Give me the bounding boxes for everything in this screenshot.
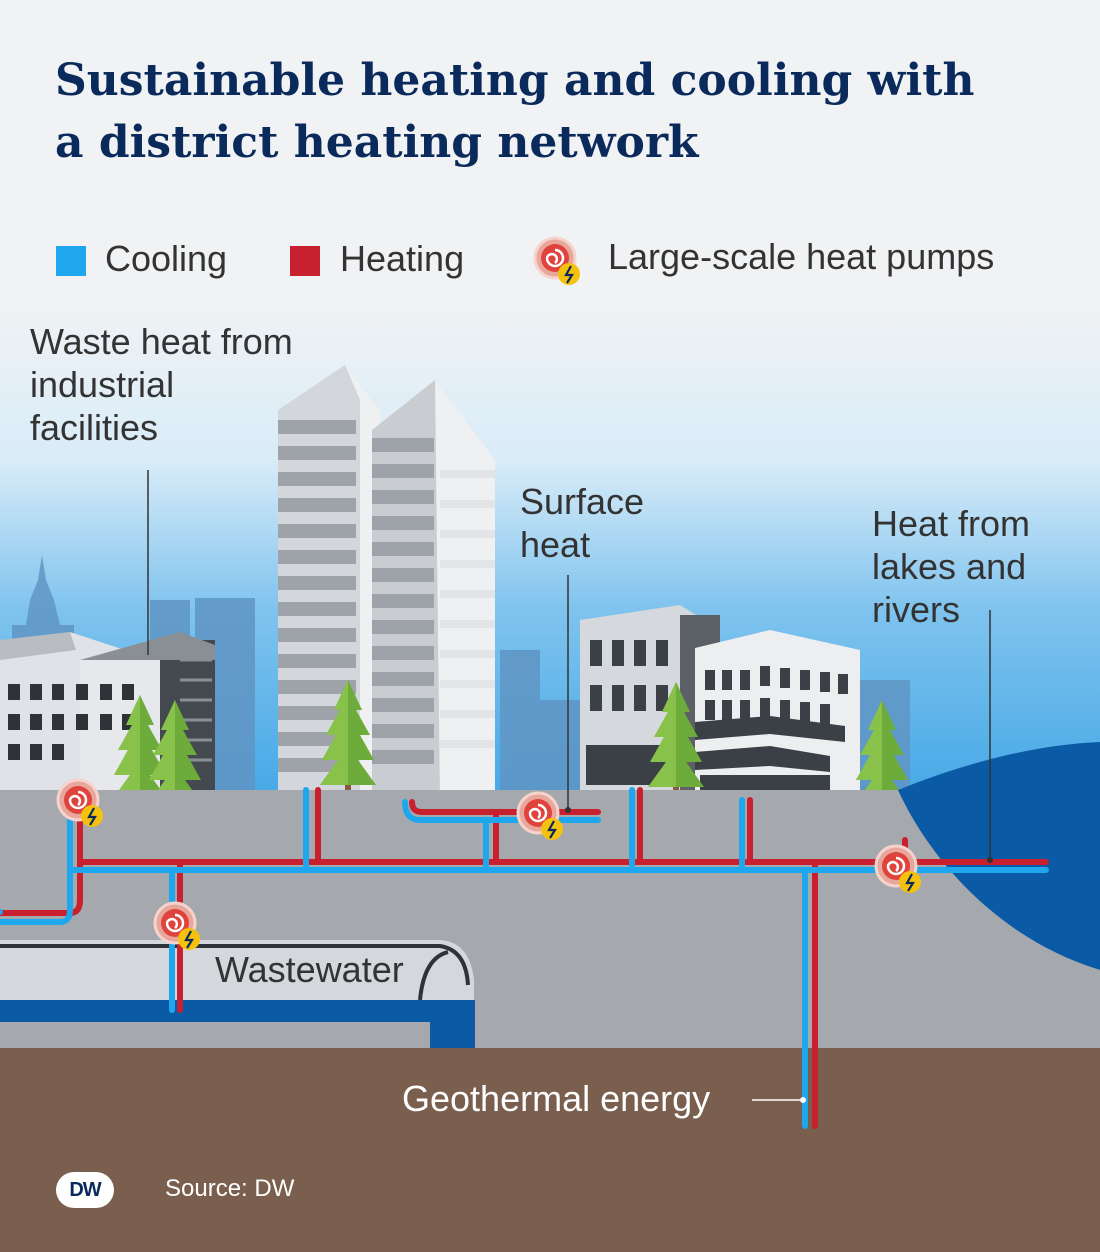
label-line: heat <box>520 524 591 565</box>
sewer-pipe <box>0 940 475 1048</box>
legend-heating-label: Heating <box>340 238 465 279</box>
dw-logo: DW <box>56 1172 114 1208</box>
shop-building-right <box>695 630 860 800</box>
tower-left <box>278 365 380 800</box>
label-geothermal: Geothermal energy <box>402 1078 711 1119</box>
label-line: Waste heat from <box>30 321 293 362</box>
label-line: Heat from <box>872 503 1031 544</box>
legend-heat-pumps-label: Large-scale heat pumps <box>608 236 995 277</box>
label-line: facilities <box>30 407 159 448</box>
geothermal-ground <box>0 1048 1100 1252</box>
label-lakes-rivers: Heat from lakes and rivers <box>872 502 1030 631</box>
label-line: rivers <box>872 589 960 630</box>
leader-lines <box>147 470 991 860</box>
label-line: industrial <box>30 364 175 405</box>
title-line-2: a district heating network <box>55 117 699 168</box>
cooling-swatch <box>56 246 86 276</box>
heat-pump-icon <box>533 236 582 287</box>
label-line: Surface <box>520 481 645 522</box>
page-title: Sustainable heating and cooling with a d… <box>55 50 1055 174</box>
heating-swatch <box>290 246 320 276</box>
lake <box>898 742 1100 970</box>
label-wastewater: Wastewater <box>215 949 404 990</box>
title-line-1: Sustainable heating and cooling with <box>55 55 975 106</box>
label-surface-heat: Surface heat <box>520 480 644 566</box>
label-line: lakes and <box>872 546 1027 587</box>
source-text: Source: DW <box>165 1175 295 1202</box>
cooling-pipes <box>0 787 1049 1129</box>
legend-cooling-label: Cooling <box>105 238 228 279</box>
label-waste-heat: Waste heat from industrial facilities <box>30 320 293 449</box>
tower-right <box>372 380 495 800</box>
